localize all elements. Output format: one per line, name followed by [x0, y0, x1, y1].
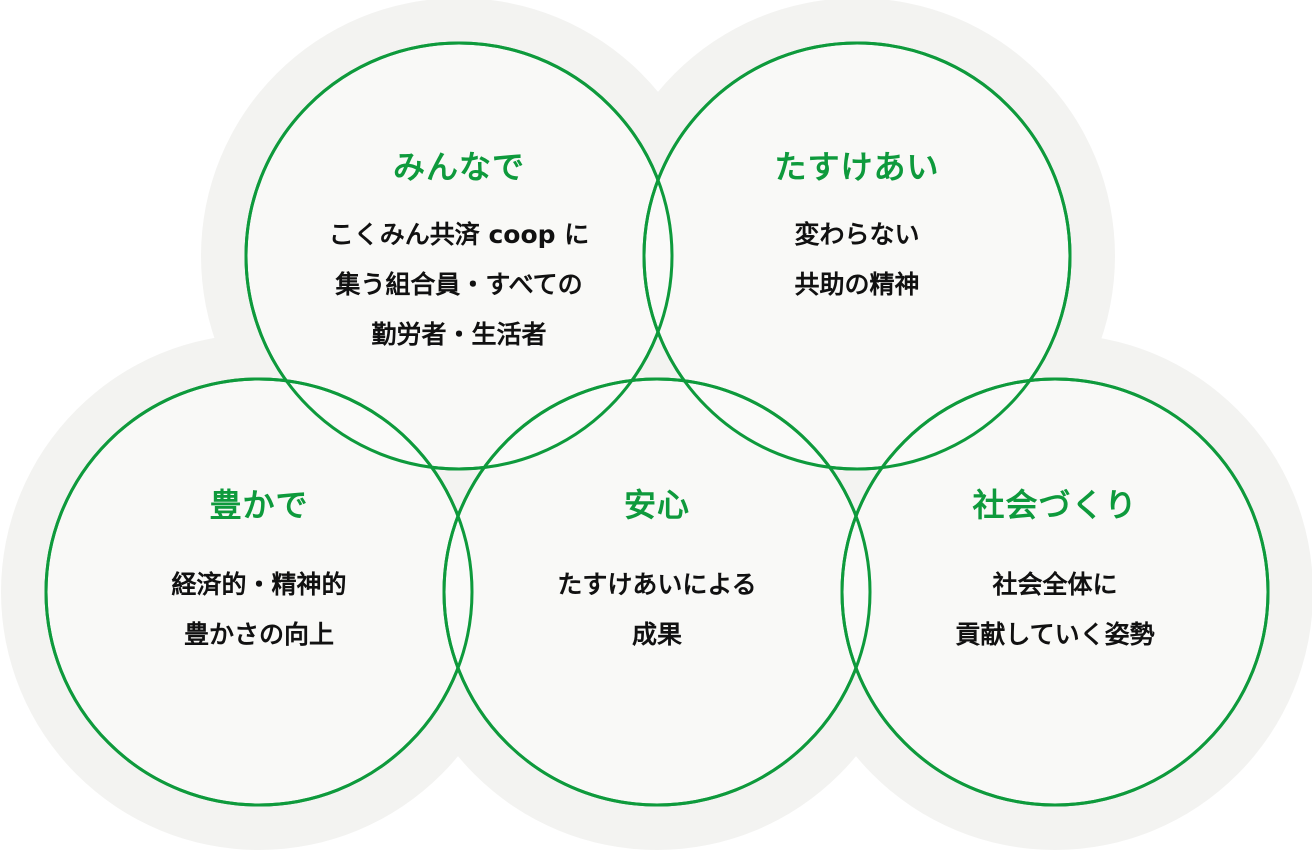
circle-text-line: 経済的・精神的: [171, 570, 347, 599]
circle-text-line: 豊かさの向上: [183, 620, 334, 649]
circle-text-line: 共助の精神: [794, 270, 920, 299]
circle-text-line: こくみん共済 coop に: [328, 220, 590, 249]
circle-text-line: 成果: [631, 620, 682, 649]
circle-title: 豊かで: [209, 486, 309, 524]
label-minnade: みんなで こくみん共済 coop に 集う組合員・すべての 勤労者・生活者: [289, 142, 629, 360]
circle-text-line: 貢献していく姿勢: [955, 620, 1155, 649]
circle-text-line: たすけあいによる: [557, 570, 757, 599]
circle-title: みんなで: [392, 148, 525, 186]
circle-text-line: 勤労者・生活者: [371, 320, 547, 349]
circle-text-line: 社会全体に: [992, 570, 1118, 599]
circle-text-line: 変わらない: [794, 220, 920, 249]
label-shakaizukuri: 社会づくり 社会全体に 貢献していく姿勢: [885, 480, 1225, 660]
circle-title: 社会づくり: [972, 486, 1138, 524]
circle-text-line: 集う組合員・すべての: [335, 270, 583, 299]
circle-title: たすけあい: [774, 148, 940, 186]
label-tasukeai: たすけあい 変わらない 共助の精神: [687, 142, 1027, 310]
circle-title: 安心: [623, 486, 690, 524]
label-anshin: 安心 たすけあいによる 成果: [487, 480, 827, 660]
label-yutakade: 豊かで 経済的・精神的 豊かさの向上: [89, 480, 429, 660]
